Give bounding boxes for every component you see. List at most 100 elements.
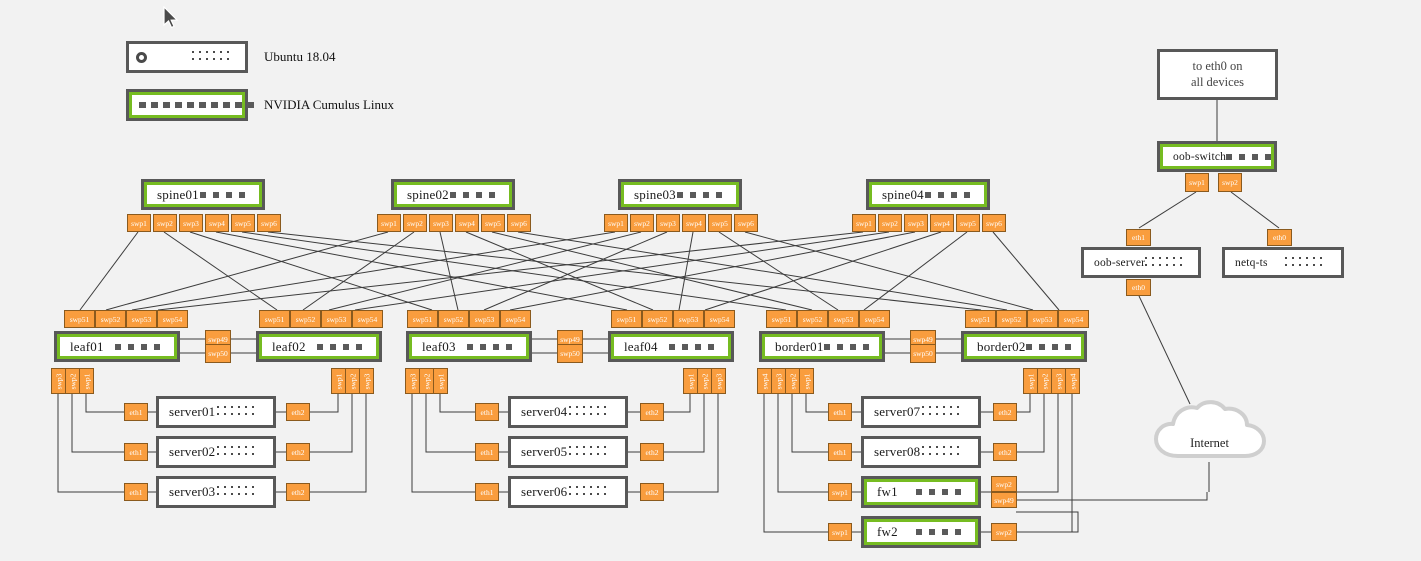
port-leaf03-swp2[interactable]: swp2 [419, 368, 434, 394]
port-border01-swp54[interactable]: swp54 [859, 310, 890, 328]
device-leaf04[interactable]: leaf04 [608, 331, 734, 362]
device-border01[interactable]: border01 [759, 331, 885, 362]
device-server07[interactable]: server07 [861, 396, 981, 428]
device-leaf02[interactable]: leaf02 [256, 331, 382, 362]
port-border02-swp52[interactable]: swp52 [996, 310, 1027, 328]
port-spine03-swp5[interactable]: swp5 [708, 214, 732, 232]
port-spine01-swp4[interactable]: swp4 [205, 214, 229, 232]
port-leaf01-swp54[interactable]: swp54 [157, 310, 188, 328]
device-oob-switch[interactable]: oob-switch [1157, 141, 1277, 172]
port-oob-switch-swp2[interactable]: swp2 [1218, 173, 1242, 192]
port-border01-swp51[interactable]: swp51 [766, 310, 797, 328]
port-spine02-swp3[interactable]: swp3 [429, 214, 453, 232]
device-oob-server[interactable]: oob-server [1081, 247, 1201, 278]
port-border01-swp2[interactable]: swp2 [785, 368, 800, 394]
port-spine04-swp1[interactable]: swp1 [852, 214, 876, 232]
port-leaf02-swp1[interactable]: swp1 [331, 368, 346, 394]
port-server05-eth1[interactable]: eth1 [475, 443, 499, 461]
device-server06[interactable]: server06 [508, 476, 628, 508]
port-oob-server-eth0[interactable]: eth0 [1126, 279, 1151, 296]
port-border02-swp3[interactable]: swp3 [1051, 368, 1066, 394]
device-server02[interactable]: server02 [156, 436, 276, 468]
port-border01-swp52[interactable]: swp52 [797, 310, 828, 328]
port-server04-eth1[interactable]: eth1 [475, 403, 499, 421]
port-spine03-swp4[interactable]: swp4 [682, 214, 706, 232]
device-server01[interactable]: server01 [156, 396, 276, 428]
port-spine04-swp4[interactable]: swp4 [930, 214, 954, 232]
port-border02-swp1[interactable]: swp1 [1023, 368, 1038, 394]
port-leaf04-swp1[interactable]: swp1 [683, 368, 698, 394]
port-spine03-swp3[interactable]: swp3 [656, 214, 680, 232]
port-server07-eth1[interactable]: eth1 [828, 403, 852, 421]
port-leaf02-swp52[interactable]: swp52 [290, 310, 321, 328]
device-spine03[interactable]: spine03 [618, 179, 742, 210]
device-server04[interactable]: server04 [508, 396, 628, 428]
port-spine03-swp6[interactable]: swp6 [734, 214, 758, 232]
port-fw2-swp1[interactable]: swp1 [828, 523, 852, 541]
port-oob-server-eth1[interactable]: eth1 [1126, 229, 1151, 246]
port-spine04-swp5[interactable]: swp5 [956, 214, 980, 232]
port-server02-eth2[interactable]: eth2 [286, 443, 310, 461]
port-spine02-swp5[interactable]: swp5 [481, 214, 505, 232]
port-spine01-swp3[interactable]: swp3 [179, 214, 203, 232]
port-leaf02-swp3[interactable]: swp3 [359, 368, 374, 394]
port-leaf01-swp3[interactable]: swp3 [51, 368, 66, 394]
port-server06-eth2[interactable]: eth2 [640, 483, 664, 501]
port-spine02-swp1[interactable]: swp1 [377, 214, 401, 232]
device-fw2[interactable]: fw2 [861, 516, 981, 548]
port-peerlink-leaf03-swp50[interactable]: swp50 [557, 344, 583, 363]
device-spine04[interactable]: spine04 [866, 179, 990, 210]
port-server08-eth1[interactable]: eth1 [828, 443, 852, 461]
port-server05-eth2[interactable]: eth2 [640, 443, 664, 461]
port-spine01-swp1[interactable]: swp1 [127, 214, 151, 232]
port-spine04-swp2[interactable]: swp2 [878, 214, 902, 232]
device-netq-ts[interactable]: netq-ts [1222, 247, 1344, 278]
port-fw1-swp49[interactable]: swp49 [991, 492, 1017, 508]
port-fw2-swp2[interactable]: swp2 [991, 523, 1017, 541]
port-leaf01-swp52[interactable]: swp52 [95, 310, 126, 328]
port-peerlink-leaf01-swp50[interactable]: swp50 [205, 344, 231, 363]
port-leaf01-swp1[interactable]: swp1 [79, 368, 94, 394]
device-server05[interactable]: server05 [508, 436, 628, 468]
port-spine02-swp6[interactable]: swp6 [507, 214, 531, 232]
port-leaf04-swp52[interactable]: swp52 [642, 310, 673, 328]
port-leaf03-swp51[interactable]: swp51 [407, 310, 438, 328]
port-border01-swp3[interactable]: swp3 [771, 368, 786, 394]
port-border02-swp53[interactable]: swp53 [1027, 310, 1058, 328]
port-spine01-swp6[interactable]: swp6 [257, 214, 281, 232]
port-server02-eth1[interactable]: eth1 [124, 443, 148, 461]
device-fw1[interactable]: fw1 [861, 476, 981, 508]
port-border01-swp4[interactable]: swp4 [757, 368, 772, 394]
port-leaf03-swp1[interactable]: swp1 [433, 368, 448, 394]
port-border01-swp1[interactable]: swp1 [799, 368, 814, 394]
port-border02-swp51[interactable]: swp51 [965, 310, 996, 328]
port-server01-eth2[interactable]: eth2 [286, 403, 310, 421]
device-spine02[interactable]: spine02 [391, 179, 515, 210]
port-leaf03-swp52[interactable]: swp52 [438, 310, 469, 328]
port-server04-eth2[interactable]: eth2 [640, 403, 664, 421]
port-oob-switch-swp1[interactable]: swp1 [1185, 173, 1209, 192]
device-leaf01[interactable]: leaf01 [54, 331, 180, 362]
port-border02-swp54[interactable]: swp54 [1058, 310, 1089, 328]
port-fw1-swp1[interactable]: swp1 [828, 483, 852, 501]
port-leaf02-swp2[interactable]: swp2 [345, 368, 360, 394]
port-spine01-swp5[interactable]: swp5 [231, 214, 255, 232]
port-server06-eth1[interactable]: eth1 [475, 483, 499, 501]
port-leaf04-swp51[interactable]: swp51 [611, 310, 642, 328]
port-leaf04-swp2[interactable]: swp2 [697, 368, 712, 394]
port-peerlink-border01-swp50[interactable]: swp50 [910, 344, 936, 363]
port-spine04-swp6[interactable]: swp6 [982, 214, 1006, 232]
port-spine02-swp2[interactable]: swp2 [403, 214, 427, 232]
port-spine03-swp2[interactable]: swp2 [630, 214, 654, 232]
port-border02-swp4[interactable]: swp4 [1065, 368, 1080, 394]
port-leaf02-swp54[interactable]: swp54 [352, 310, 383, 328]
port-leaf01-swp2[interactable]: swp2 [65, 368, 80, 394]
port-leaf01-swp53[interactable]: swp53 [126, 310, 157, 328]
port-spine04-swp3[interactable]: swp3 [904, 214, 928, 232]
port-server07-eth2[interactable]: eth2 [993, 403, 1017, 421]
port-leaf01-swp51[interactable]: swp51 [64, 310, 95, 328]
port-server08-eth2[interactable]: eth2 [993, 443, 1017, 461]
port-fw1-swp2[interactable]: swp2 [991, 476, 1017, 492]
port-server01-eth1[interactable]: eth1 [124, 403, 148, 421]
port-server03-eth2[interactable]: eth2 [286, 483, 310, 501]
